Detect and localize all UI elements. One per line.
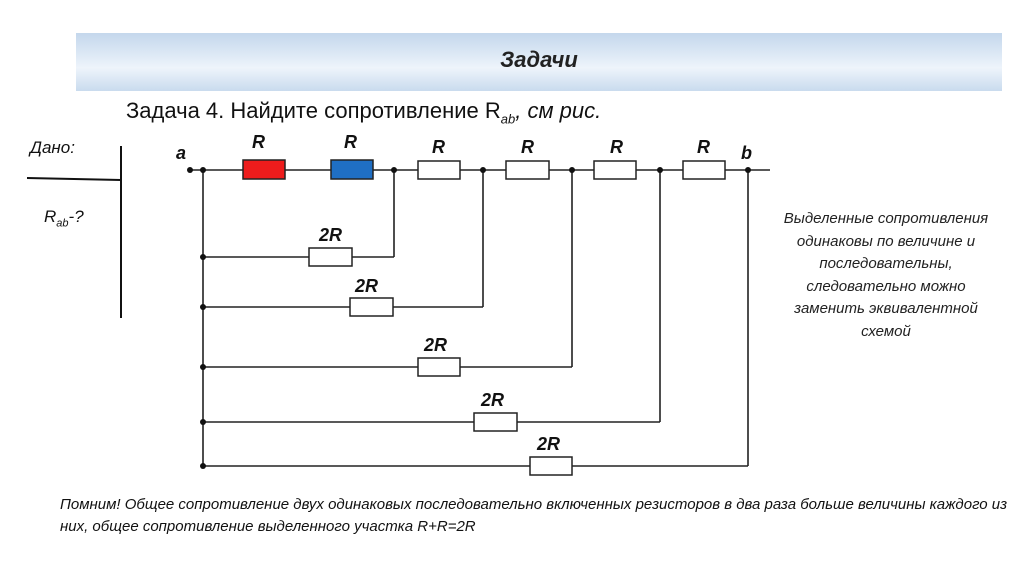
unknown-subscript: ab	[56, 217, 69, 230]
series-label: R	[521, 137, 534, 157]
resistor-r4	[505, 160, 550, 180]
task-suffix: , см рис.	[515, 98, 602, 123]
junction-dot	[657, 167, 663, 173]
page-title: Задачи	[500, 47, 578, 72]
series-label: R	[697, 137, 710, 157]
series-label: R	[610, 137, 623, 157]
resistor-2r-5	[529, 456, 573, 476]
junction-dot	[391, 167, 397, 173]
resistor-2r-3	[417, 357, 461, 377]
junction-dot	[200, 419, 206, 425]
resistor-2r-4	[473, 412, 518, 432]
junction-dot	[480, 167, 486, 173]
junction-dot	[200, 364, 206, 370]
branch-label: 2R	[354, 276, 378, 296]
branch-label: 2R	[480, 390, 504, 410]
header-banner: Задачи	[76, 33, 1002, 91]
resistor-r6	[682, 160, 726, 180]
unknown-symbol: R	[44, 207, 57, 226]
junction-dot	[200, 254, 206, 260]
task-subscript: ab	[500, 111, 516, 127]
terminal-a-dot	[187, 167, 193, 173]
node-b-label: b	[741, 143, 752, 163]
resistor-r2-blue	[330, 159, 374, 180]
explanation-note: Выделенные сопротивления одинаковы по ве…	[783, 210, 989, 340]
resistor-2r-2	[349, 297, 394, 317]
junction-dot	[569, 167, 575, 173]
resistor-2r-1	[308, 247, 353, 267]
unknown-suffix: -?	[68, 207, 84, 226]
terminal-b-dot	[745, 167, 751, 173]
branch-label: 2R	[318, 225, 342, 245]
unknown-quantity: Rab-?	[44, 207, 84, 229]
series-label: R	[252, 132, 265, 152]
branch-label: 2R	[536, 434, 560, 454]
node-a-label: a	[176, 143, 186, 163]
series-label: R	[432, 137, 445, 157]
task-statement: Задача 4. Найдите сопротивление Rab, см …	[126, 98, 601, 126]
junction-dot	[200, 304, 206, 310]
junction-dot	[200, 167, 206, 173]
resistor-r3	[417, 160, 461, 180]
given-divider-horizontal	[26, 177, 122, 181]
resistor-r5	[593, 160, 637, 180]
junction-dot	[200, 463, 206, 469]
remember-note: Помним! Общее сопротивление двух одинако…	[60, 496, 1008, 535]
resistor-r1-red	[242, 159, 286, 180]
branch-label: 2R	[423, 335, 447, 355]
task-text: Задача 4. Найдите сопротивление R	[126, 98, 501, 123]
series-label: R	[344, 132, 357, 152]
given-label: Дано:	[30, 138, 75, 157]
